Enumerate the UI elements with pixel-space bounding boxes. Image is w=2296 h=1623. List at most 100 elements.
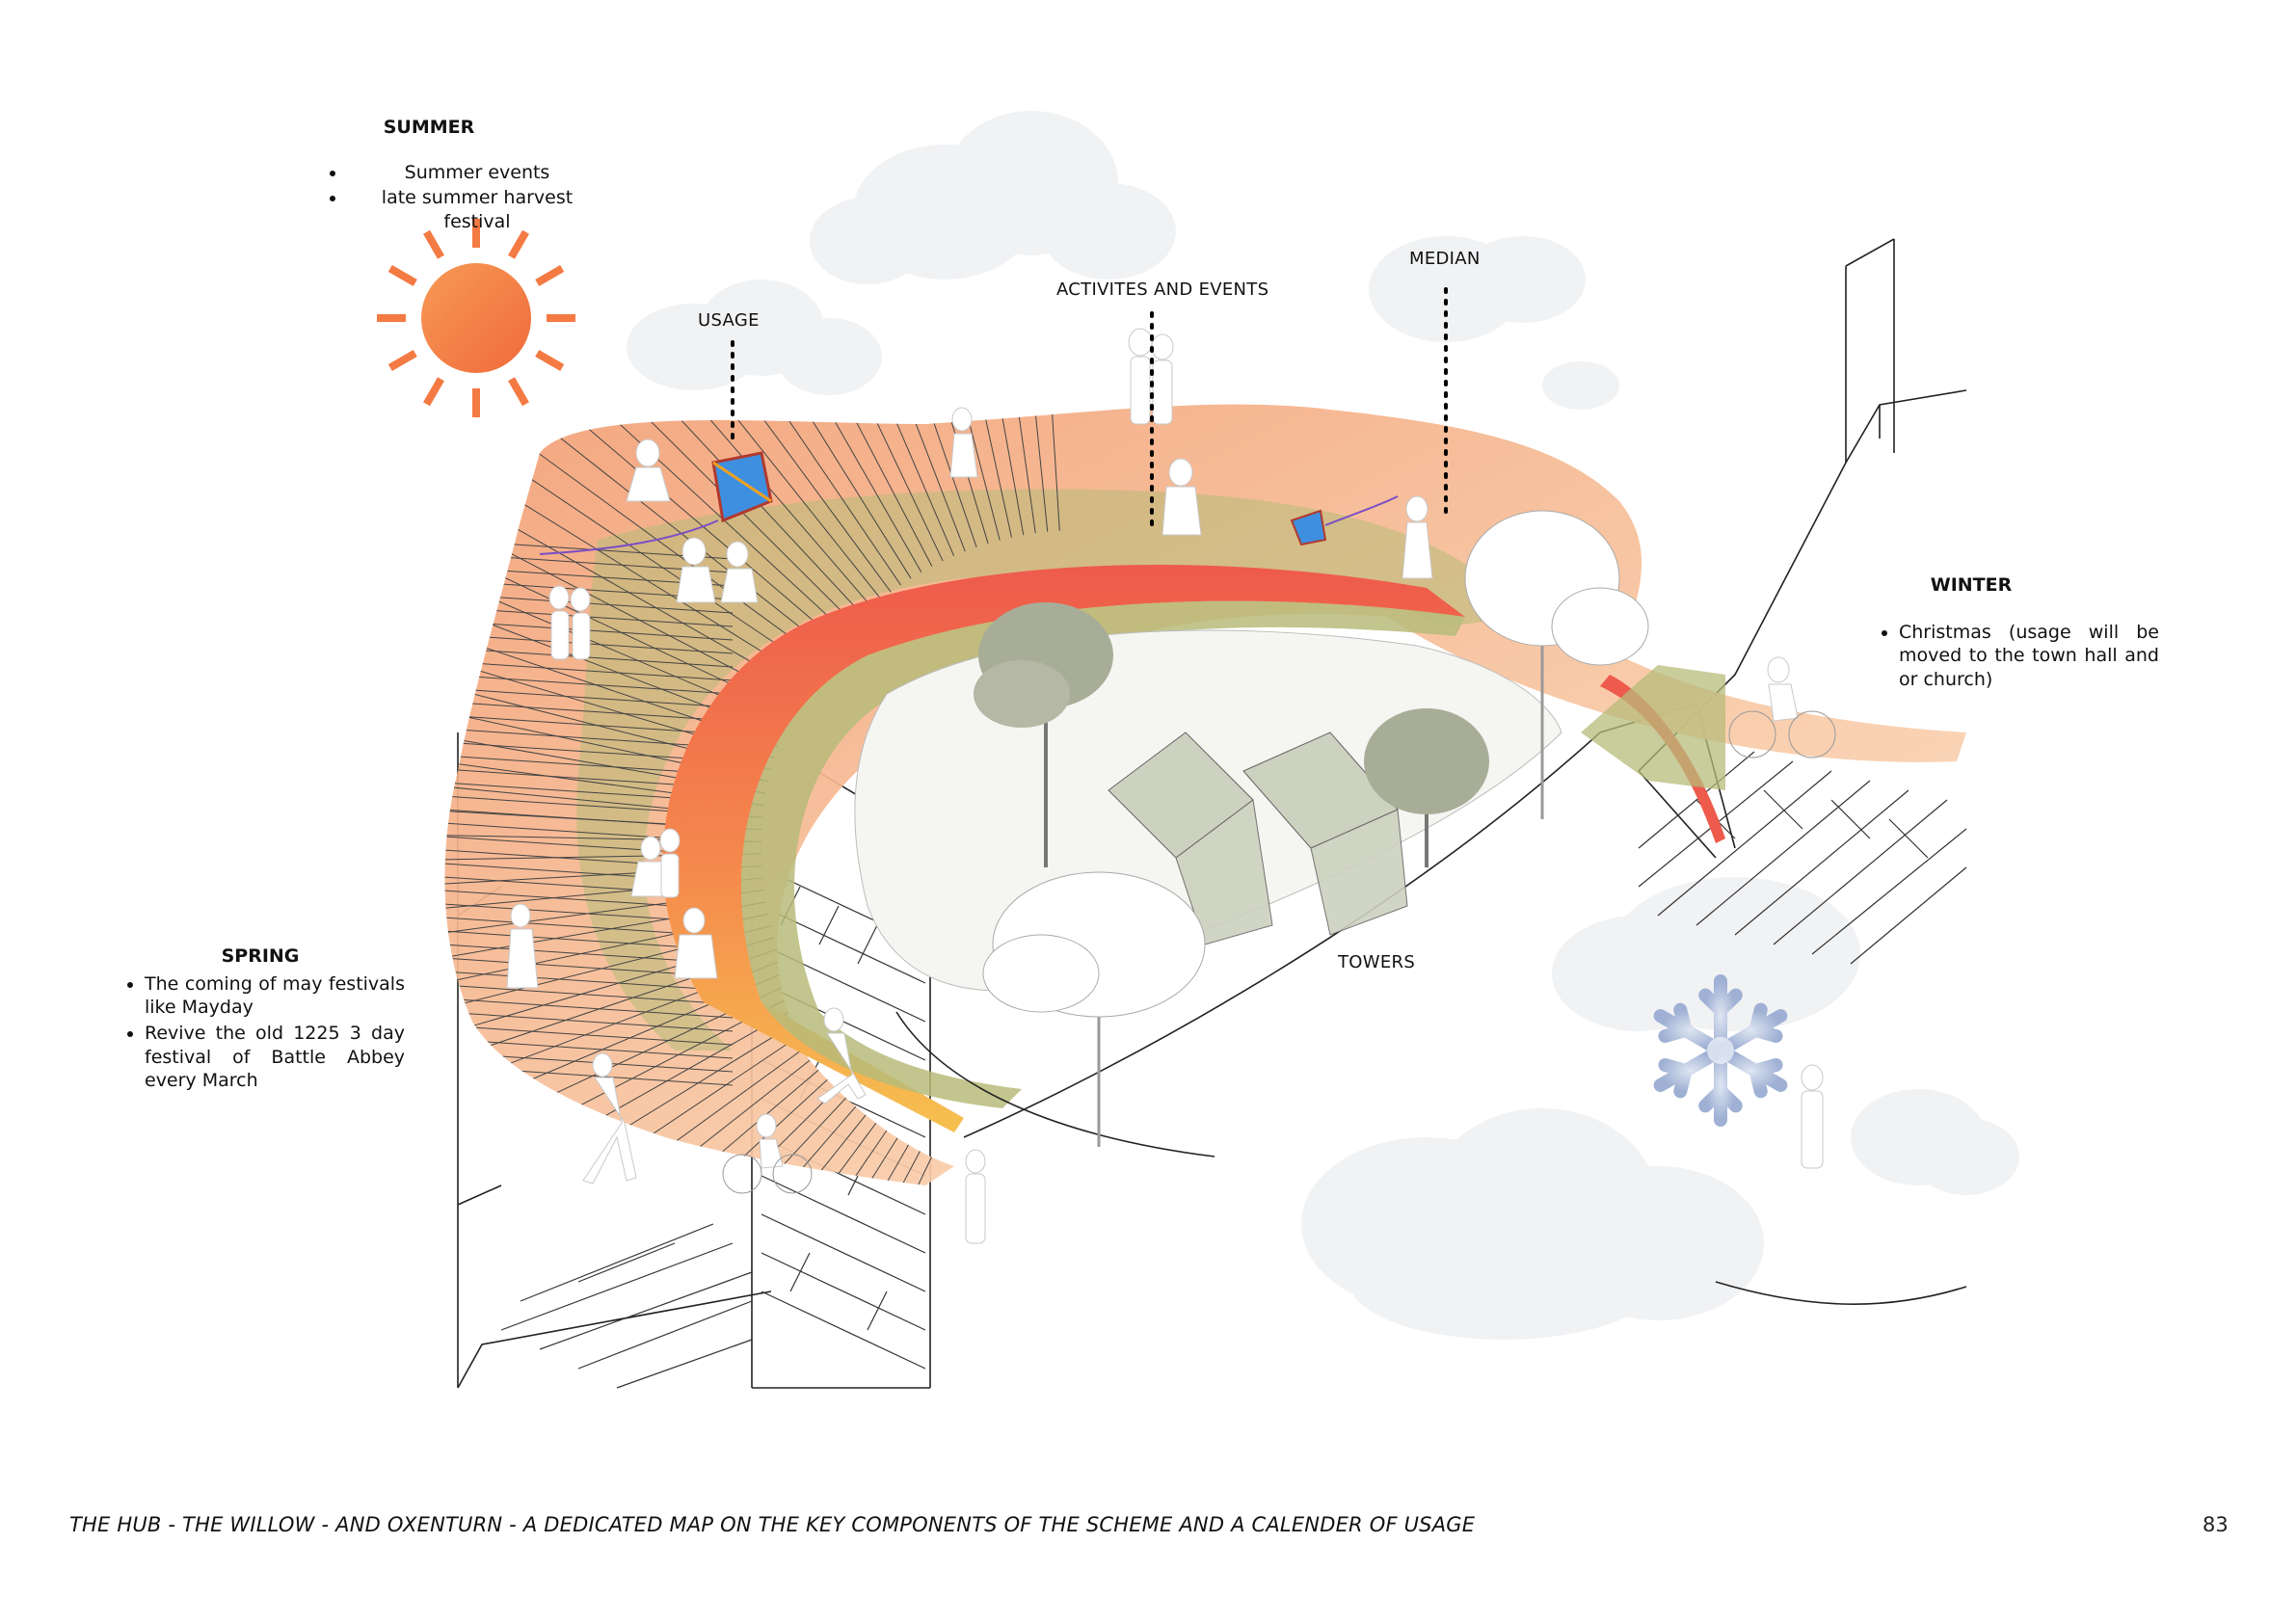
spring-panel: SPRING The coming of may festivals like … <box>116 945 405 1095</box>
tree-white-1 <box>982 871 1206 1147</box>
cloud-bottom-right <box>1851 1089 2019 1195</box>
zone-ray-line <box>502 1024 816 1185</box>
kites <box>539 451 1399 555</box>
zone-hatch-line <box>444 701 734 722</box>
zone-hatch-line <box>444 984 734 1005</box>
summer-item-1: Summer events <box>347 161 607 185</box>
zone-ray-line <box>645 1096 882 1185</box>
zone-ray-line <box>646 404 882 600</box>
spring-item-2: Revive the old 1225 3 day festival of Ba… <box>145 1022 405 1093</box>
median-label: MEDIAN <box>1409 249 1481 269</box>
winter-list: Christmas (usage will be moved to the to… <box>1870 621 2159 692</box>
usage-label: USAGE <box>698 310 760 331</box>
zone-hatch-line <box>444 971 734 992</box>
sun-ray <box>387 265 417 286</box>
trees <box>974 510 1649 1147</box>
sun-ray <box>508 377 529 407</box>
zone-ray-line <box>534 417 831 652</box>
kite-large <box>539 451 773 555</box>
winter-title: WINTER <box>1930 574 2013 596</box>
zone-ray-line <box>489 482 810 681</box>
zone-ray-line <box>805 404 955 557</box>
figure-cyclist <box>722 1113 813 1194</box>
snowflake-icon <box>1653 974 1788 1127</box>
zone-hatch-line <box>444 728 734 749</box>
zone-ray-line <box>519 439 823 661</box>
figure-runner <box>582 1052 637 1184</box>
kite-small <box>1290 495 1399 546</box>
zone-ray-line <box>604 1079 864 1185</box>
summer-item-2: late summer harvest festival <box>347 186 607 233</box>
cloud-decorations <box>627 111 2019 1340</box>
zone-ray-line <box>756 1129 932 1185</box>
sun-ray <box>387 350 417 371</box>
figure-couple-top <box>1128 328 1174 425</box>
zone-hatch-line <box>444 660 734 681</box>
cloud-top <box>810 111 1176 284</box>
zone-ray-line <box>757 404 933 567</box>
cloud-left <box>627 279 882 395</box>
sun-ray <box>423 377 444 407</box>
winter-panel: WINTER Christmas (usage will be moved to… <box>1870 573 2159 694</box>
tree-white-2 <box>1464 510 1649 819</box>
zone-hatch-line <box>444 1038 734 1059</box>
activities-label: ACTIVITES AND EVENTS <box>1056 279 1269 300</box>
zone-ray-line <box>475 505 804 692</box>
right-tower-outline <box>1845 238 1967 464</box>
site-edge-line <box>963 732 1601 1138</box>
page-number: 83 <box>2203 1513 2229 1536</box>
zone-ray-line <box>688 404 901 586</box>
winter-arc-line <box>1715 1281 1967 1305</box>
spring-title: SPRING <box>221 945 300 967</box>
zone-ray-line <box>709 1117 911 1185</box>
zone-ray-line <box>956 404 1025 536</box>
zone-ray-line <box>781 404 944 562</box>
zone-ray-line <box>687 1110 901 1185</box>
zone-ray-line <box>904 404 1001 541</box>
cloud-lower-mid <box>1552 877 1860 1031</box>
zone-hatch-line <box>444 998 734 1019</box>
tower-block-4 <box>1310 809 1408 936</box>
tree-green-2 <box>1364 708 1489 867</box>
zone-ray-line <box>568 1062 846 1185</box>
zone-hatch-line <box>444 714 734 735</box>
figure-caption: THE HUB - THE WILLOW - AND OXENTURN - A … <box>69 1513 1476 1536</box>
zone-ray-line <box>551 404 839 643</box>
figure-walker-left <box>506 903 539 989</box>
sun-ray <box>508 229 529 259</box>
right-olive-patch <box>1581 665 1725 790</box>
zone-ray-line <box>879 404 989 545</box>
cloud-right <box>1369 236 1619 410</box>
figure-median <box>1402 495 1433 579</box>
zone-ray-line <box>666 1103 892 1185</box>
zone-hatch-line <box>444 674 734 695</box>
towers-label: TOWERS <box>1338 952 1416 972</box>
figure-couple-mid <box>1161 458 1202 536</box>
zone-ray-line <box>586 1071 854 1185</box>
zone-ray-line <box>930 404 1012 538</box>
sun-ray <box>423 229 444 259</box>
zone-hatch-line <box>444 1011 734 1032</box>
right-arc-segment <box>1600 675 1725 843</box>
people-silhouettes <box>506 328 1836 1244</box>
sun-ray <box>535 350 565 371</box>
figure-walkers <box>548 585 591 660</box>
summer-title: SUMMER <box>383 117 475 138</box>
zone-hatch-line <box>444 687 734 708</box>
summer-panel: SUMMER Summer events late summer harvest… <box>318 116 607 236</box>
spring-list: The coming of may festivals like Mayday … <box>116 972 405 1093</box>
zone-ray-line <box>1008 404 1049 532</box>
figure-runner-2 <box>816 1007 867 1104</box>
figure-old-man <box>965 1149 986 1244</box>
left-building <box>457 732 772 1389</box>
zone-ray-line <box>667 404 892 593</box>
spring-item-1: The coming of may festivals like Mayday <box>145 972 405 1020</box>
figure-dancers-2 <box>676 537 759 603</box>
zone-ray-line <box>982 404 1036 534</box>
zone-hatch-line <box>444 1024 734 1046</box>
sun-ray <box>535 265 565 286</box>
winter-item-1: Christmas (usage will be moved to the to… <box>1899 621 2159 692</box>
tower-blocks <box>1108 732 1408 945</box>
zone-ray-line <box>829 404 966 552</box>
